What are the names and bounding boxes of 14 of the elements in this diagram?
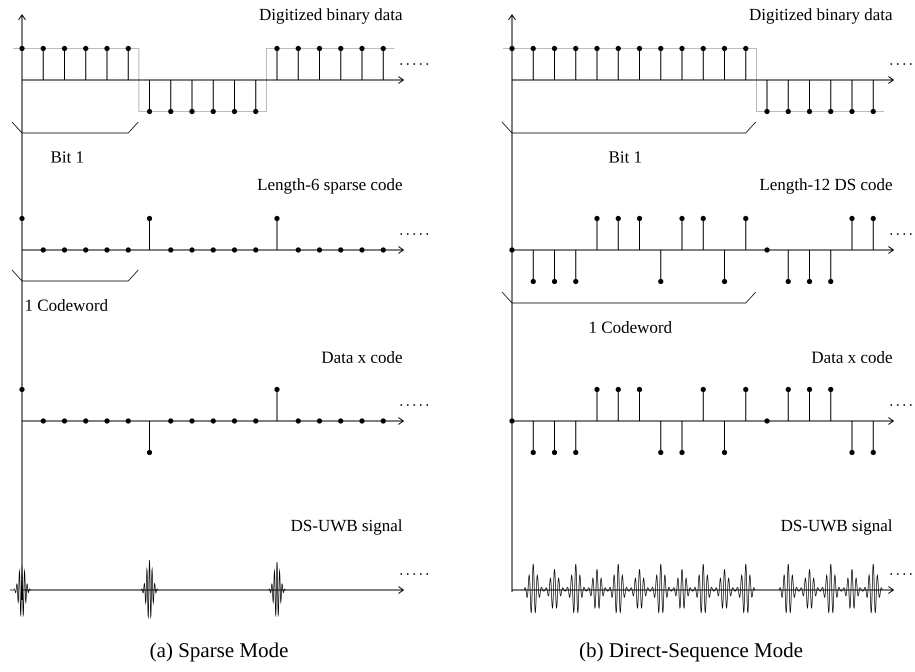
- row-title: Digitized binary data: [259, 8, 402, 24]
- row-title: Length-6 sparse code: [258, 178, 402, 194]
- panel-caption: (a) Sparse Mode: [150, 642, 288, 662]
- bracket-label: Bit 1: [609, 151, 642, 163]
- row-title: Data x code: [812, 351, 892, 363]
- bracket-label: 1 Codeword: [26, 299, 108, 311]
- row-title: Digitized binary data: [750, 8, 892, 24]
- bracket-label: 1 Codeword: [590, 321, 672, 333]
- panel-caption: (b) Direct-Sequence Mode: [580, 642, 802, 662]
- row-title: DS-UWB signal: [781, 519, 892, 535]
- row-title: Data x code: [322, 351, 402, 363]
- row-title: DS-UWB signal: [291, 519, 402, 535]
- row-title: Length-12 DS code: [760, 178, 892, 194]
- bracket-label: Bit 1: [51, 151, 84, 163]
